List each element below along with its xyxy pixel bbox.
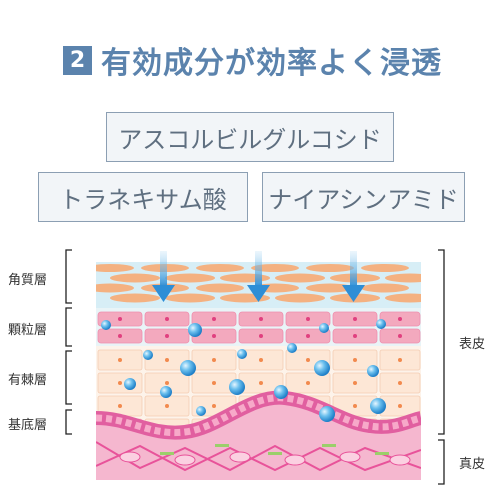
ingredient-particles xyxy=(101,319,386,422)
region-label-dermis: 真皮 xyxy=(459,457,486,472)
ingredient-box-tranexamic-acid: トラネキサム酸 xyxy=(38,172,248,222)
granular-layer xyxy=(96,308,421,346)
layer-label-basal: 基底層 xyxy=(8,418,48,433)
ingredient-box-niacinamide: ナイアシンアミド xyxy=(262,172,465,222)
down-arrow-icon xyxy=(247,251,270,302)
layer-label-granular: 顆粒層 xyxy=(8,323,48,338)
section-heading: 2 有効成分が効率よく浸透 xyxy=(63,40,442,81)
down-arrow-icon xyxy=(152,251,175,302)
layer-label-spinous: 有棘層 xyxy=(8,373,48,388)
ingredient-box-ascorbyl-glucoside: アスコルビルグルコシド xyxy=(106,112,394,162)
penetration-arrows xyxy=(152,251,365,302)
layer-brackets xyxy=(65,249,445,485)
down-arrow-icon xyxy=(342,251,365,302)
layer-label-stratum-corneum: 角質層 xyxy=(8,273,48,288)
region-label-epidermis: 表皮 xyxy=(459,337,486,352)
stratum-corneum-layer xyxy=(96,262,421,312)
section-number-badge: 2 xyxy=(63,45,92,75)
section-title: 有効成分が効率よく浸透 xyxy=(101,46,442,81)
spinous-layer xyxy=(97,349,421,440)
